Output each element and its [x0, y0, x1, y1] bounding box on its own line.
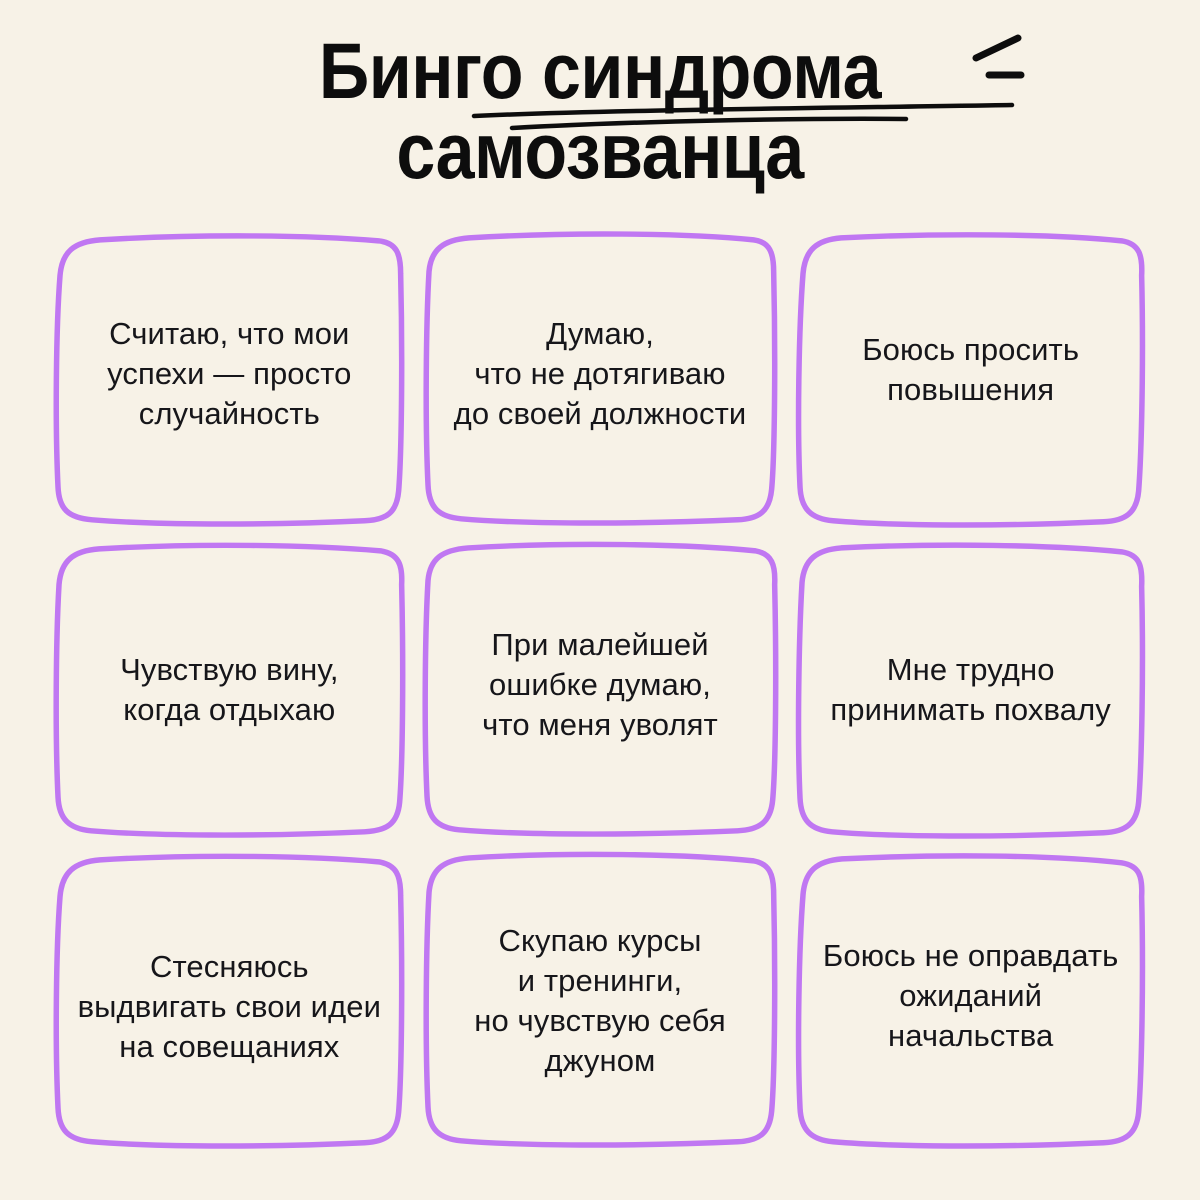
bingo-cell-text: Боюсь просить повышения: [862, 332, 1080, 408]
bingo-grid: Считаю, что мои успехи — просто случайно…: [48, 228, 1152, 1152]
bingo-cell-text: Мне трудно принимать похвалу: [830, 651, 1111, 727]
bingo-cell-9[interactable]: Боюсь не оправдать ожиданий начальства: [789, 849, 1152, 1152]
bingo-cell-8[interactable]: Скупаю курсы и тренинги, но чувствую себ…: [419, 849, 782, 1152]
title-area: Бинго синдрома самозванца: [0, 0, 1200, 215]
bingo-cell-1[interactable]: Считаю, что мои успехи — просто случайно…: [48, 228, 411, 531]
page-title-line-1: Бинго синдрома: [318, 27, 882, 115]
bingo-cell-text: При малейшей ошибке думаю, что меня увол…: [482, 626, 718, 742]
bingo-cell-text: Скупаю курсы и тренинги, но чувствую себ…: [474, 922, 726, 1078]
bingo-cell-text: Боюсь не оправдать ожиданий начальства: [822, 937, 1119, 1053]
bingo-cell-3[interactable]: Боюсь просить повышения: [789, 228, 1152, 531]
bingo-cell-text: Чувствую вину, когда отдыхаю: [120, 651, 339, 727]
bingo-cell-4[interactable]: Чувствую вину, когда отдыхаю: [48, 539, 411, 842]
bingo-cell-text: Стесняюсь выдвигать свои идеи на совещан…: [77, 948, 382, 1064]
bingo-cell-6[interactable]: Мне трудно принимать похвалу: [789, 539, 1152, 842]
bingo-cell-text: Считаю, что мои успехи — просто случайно…: [107, 316, 352, 432]
bingo-cell-7[interactable]: Стесняюсь выдвигать свои идеи на совещан…: [48, 849, 411, 1152]
page-title-line-2: самозванца: [396, 107, 804, 195]
bingo-cell-2[interactable]: Думаю, что не дотягиваю до своей должнос…: [419, 228, 782, 531]
bingo-cell-text: Думаю, что не дотягиваю до своей должнос…: [453, 316, 747, 432]
bingo-cell-5[interactable]: При малейшей ошибке думаю, что меня увол…: [419, 539, 782, 842]
